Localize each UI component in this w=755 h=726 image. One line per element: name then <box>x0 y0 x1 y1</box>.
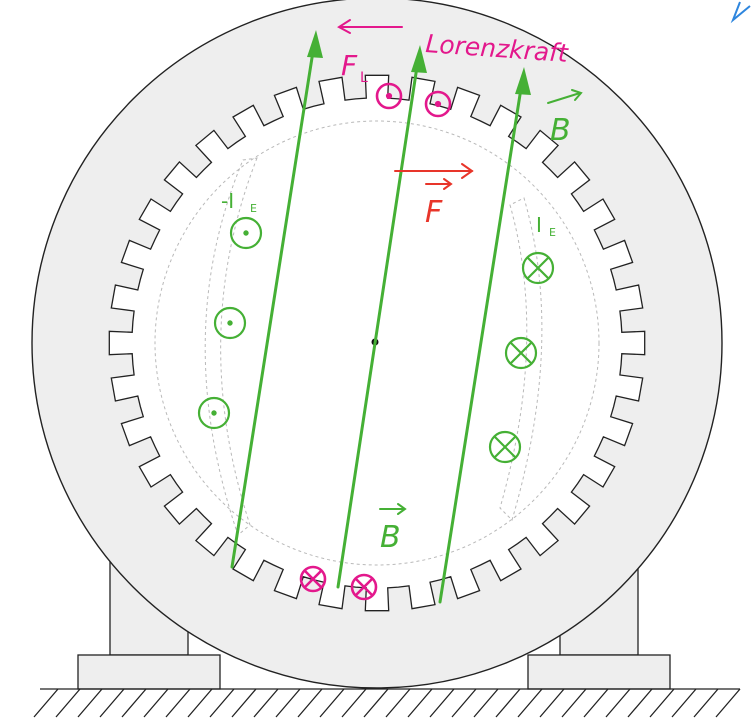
circle-cross-icon <box>488 430 522 464</box>
current-pos-label: I <box>536 213 542 237</box>
hatch-line <box>671 688 697 718</box>
left-foot-base <box>77 654 221 690</box>
hatch-line <box>429 688 455 718</box>
lorentz-force-label: F <box>341 49 358 82</box>
current-neg-label: -I <box>221 189 234 213</box>
current-pos-subscript: E <box>549 226 556 239</box>
hatch-line <box>253 688 279 718</box>
hatch-line <box>187 688 213 718</box>
circle-dot-icon <box>213 306 247 340</box>
circle-dot-icon <box>424 90 452 118</box>
hatch-line <box>561 688 587 718</box>
field-lines <box>230 43 524 604</box>
hatch-line <box>693 688 719 718</box>
hatch-line <box>451 688 477 718</box>
field-line-center <box>336 58 420 589</box>
force-label: F <box>425 195 443 230</box>
current-neg-subscript: E <box>250 202 257 215</box>
hatch-line <box>495 688 521 718</box>
hatch-line <box>605 688 631 718</box>
rotor-conductors <box>299 82 452 601</box>
hatch-line <box>583 688 609 718</box>
right-foot-base <box>527 654 671 690</box>
hatch-line <box>473 688 499 718</box>
ground-hatching <box>33 688 741 718</box>
hatch-line <box>77 688 103 718</box>
circle-dot-icon <box>375 82 403 110</box>
hatch-line <box>363 688 389 718</box>
hatch-line <box>649 688 675 718</box>
pole-shoe-right <box>499 197 543 521</box>
hatch-line <box>517 688 543 718</box>
hatch-line <box>341 688 367 718</box>
lorentz-force-subscript: L <box>360 70 368 86</box>
field-line-left <box>230 43 316 569</box>
b-field-label-bottom: B <box>380 520 401 555</box>
b-vector-bar-top <box>547 89 583 104</box>
right-winding <box>488 251 555 464</box>
arrowhead-icon <box>515 67 531 95</box>
arrowhead-icon <box>307 30 323 58</box>
circle-cross-icon <box>350 573 378 601</box>
arrowhead-icon <box>411 45 427 73</box>
field-line-right <box>438 80 524 604</box>
hatch-line <box>319 688 345 718</box>
hatch-line <box>143 688 169 718</box>
hatch-line <box>715 688 741 718</box>
circle-cross-icon <box>521 251 555 285</box>
hatch-line <box>275 688 301 718</box>
hatch-line <box>209 688 235 718</box>
lorentz-force-arrow <box>337 19 403 34</box>
hatch-line <box>121 688 147 718</box>
field-arrowheads <box>307 30 531 95</box>
hatch-line <box>407 688 433 718</box>
corner-mark-icon <box>730 1 751 24</box>
hatch-line <box>99 688 125 718</box>
hatch-line <box>627 688 653 718</box>
hatch-line <box>165 688 191 718</box>
force-arrow <box>394 163 474 179</box>
circle-dot-icon <box>229 216 263 250</box>
hatch-line <box>385 688 411 718</box>
hatch-line <box>33 688 59 718</box>
b-field-label-top: B <box>550 113 571 148</box>
hatch-line <box>297 688 323 718</box>
circle-dot-icon <box>197 396 231 430</box>
circle-cross-icon <box>299 565 327 593</box>
hatch-line <box>55 688 81 718</box>
b-vector-bar-bottom <box>379 503 407 515</box>
left-winding <box>197 216 263 430</box>
ground <box>33 688 741 718</box>
circle-cross-icon <box>504 336 538 370</box>
rotor-outline <box>154 120 600 566</box>
force-vector-bar <box>425 178 453 190</box>
hatch-line <box>231 688 257 718</box>
hatch-line <box>539 688 565 718</box>
